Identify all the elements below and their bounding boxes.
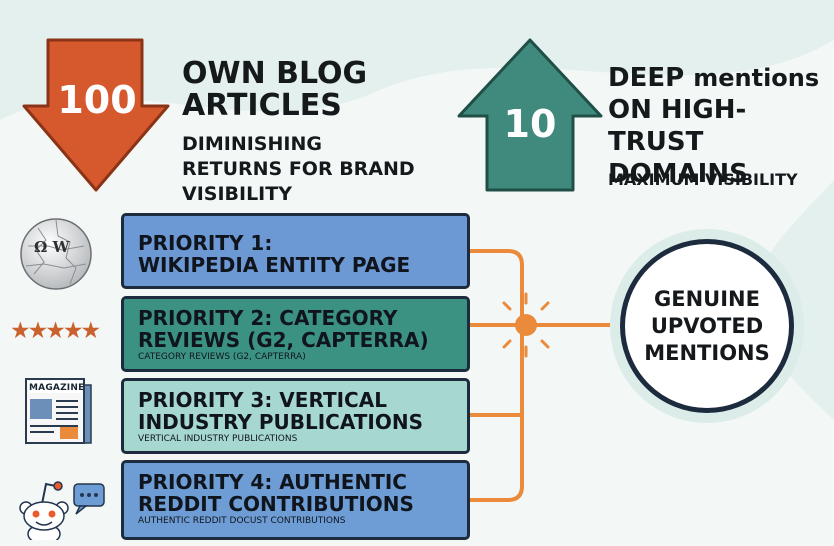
priority-2-title: PRIORITY 2: CATEGORY — [138, 306, 398, 330]
right-count: 10 — [503, 102, 557, 146]
priority-2-title2: REVIEWS (G2, CAPTERRA) — [138, 328, 429, 352]
priority-3-title: PRIORITY 3: VERTICAL — [138, 388, 387, 412]
hub-label: GENUINE UPVOTED MENTIONS — [644, 286, 770, 365]
priority-3-title2: INDUSTRY PUBLICATIONS — [138, 410, 423, 434]
priority-1-title: PRIORITY 1: — [138, 231, 273, 255]
arrow-down-icon — [22, 38, 170, 192]
five-stars-icon: ★★★★★ — [10, 318, 101, 344]
priority-4-card: PRIORITY 4: AUTHENTIC REDDIT CONTRIBUTIO… — [121, 460, 470, 540]
right-subtitle: MAXIMUM VISIBILITY — [608, 170, 798, 189]
priority-4-title: PRIORITY 4: AUTHENTIC — [138, 470, 407, 494]
priority-2-card: PRIORITY 2: CATEGORY REVIEWS (G2, CAPTER… — [121, 296, 470, 372]
right-title-strong: DEEP — [608, 63, 685, 93]
left-title: OWN BLOG ARTICLES — [182, 56, 368, 123]
left-count: 100 — [57, 78, 137, 122]
arrow-up-icon — [457, 38, 603, 192]
priority-4-sub: AUTHENTIC REDDIT DOCUST CONTRIBUTIONS — [138, 516, 346, 526]
wikipedia-globe-icon — [20, 218, 92, 290]
priority-3-card: PRIORITY 3: VERTICAL INDUSTRY PUBLICATIO… — [121, 378, 470, 454]
left-subtitle: DIMINISHING RETURNS FOR BRAND VISIBILITY — [182, 133, 415, 205]
right-title: DEEP mentions ON HIGH-TRUST DOMAINS — [608, 62, 834, 190]
reddit-icon — [19, 481, 105, 540]
magazine-icon — [25, 378, 92, 444]
right-title-rest: mentions — [693, 64, 820, 92]
priority-4-title2: REDDIT CONTRIBUTIONS — [138, 492, 414, 516]
right-title-line2: ON HIGH-TRUST DOMAINS — [608, 95, 748, 189]
priority-1-title2: WIKIPEDIA ENTITY PAGE — [138, 253, 411, 277]
priority-3-sub: VERTICAL INDUSTRY PUBLICATIONS — [138, 434, 298, 444]
magazine-label: MAGAZINE — [29, 383, 85, 393]
wikipedia-glyphs: Ω W — [34, 238, 70, 256]
priority-2-sub: CATEGORY REVIEWS (G2, CAPTERRA) — [138, 352, 306, 362]
priority-1-card: PRIORITY 1: WIKIPEDIA ENTITY PAGE — [121, 213, 470, 289]
genuine-mentions-hub: GENUINE UPVOTED MENTIONS — [620, 239, 794, 413]
